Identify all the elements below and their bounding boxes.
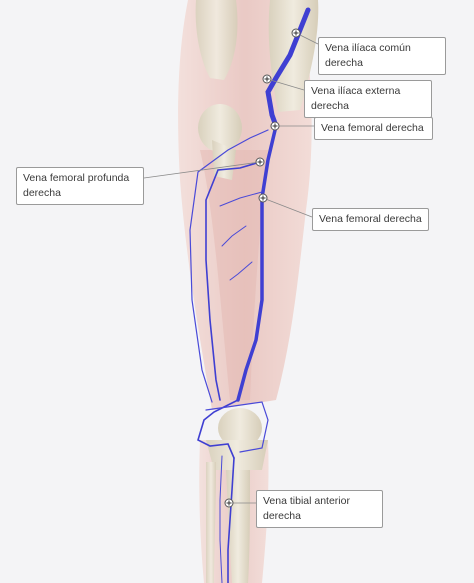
fibula-bone — [206, 462, 216, 583]
leader-femoral-profunda — [143, 161, 261, 179]
anterior-tibial-vein — [227, 457, 235, 583]
pelvis-bone — [195, 0, 238, 80]
femur-head — [198, 104, 242, 152]
leader-femoral-2 — [262, 197, 313, 218]
label-tibial-anterior[interactable]: Vena tibial anterior derecha — [256, 490, 383, 528]
marker-iliaca-comun[interactable] — [291, 28, 301, 38]
patella — [218, 408, 262, 448]
marker-femoral-2[interactable] — [258, 193, 268, 203]
femoral-vein — [236, 124, 278, 402]
label-iliaca-externa[interactable]: Vena ilíaca externa derecha — [304, 80, 432, 118]
marker-femoral-1[interactable] — [270, 121, 280, 131]
posterior-tibial-vein — [219, 455, 223, 583]
marker-femoral-profunda[interactable] — [255, 157, 265, 167]
label-femoral-1[interactable]: Vena femoral derecha — [314, 117, 433, 140]
leader-lines — [143, 32, 319, 504]
deep-femoral-vein — [205, 161, 261, 401]
knee-vein — [205, 401, 269, 453]
branch-3 — [229, 261, 253, 281]
thigh-muscle-inner — [200, 150, 268, 400]
label-femoral-profunda[interactable]: Vena femoral profunda derecha — [16, 167, 144, 205]
leader-iliaca-externa — [266, 78, 305, 91]
marker-tibial-anterior[interactable] — [224, 498, 234, 508]
label-femoral-2[interactable]: Vena femoral derecha — [312, 208, 429, 231]
label-iliaca-comun[interactable]: Vena ilíaca común derecha — [318, 37, 446, 75]
branch-1 — [219, 191, 263, 207]
great-saphenous-vein — [189, 129, 269, 403]
branch-2 — [221, 225, 247, 247]
marker-iliaca-externa[interactable] — [262, 74, 272, 84]
